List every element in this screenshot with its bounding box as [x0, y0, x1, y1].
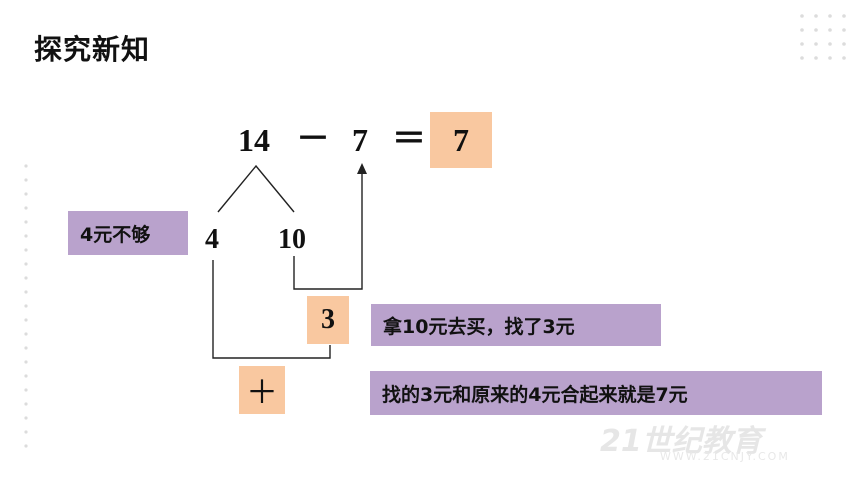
arrow-line: [293, 172, 363, 290]
note-buy: 拿10元去买，找了3元: [371, 304, 661, 346]
equals-sign: ＝: [392, 119, 426, 159]
plus-box: ＋: [239, 366, 285, 414]
page-title: 探究新知: [34, 33, 151, 66]
watermark-logo: 21世纪教育: [600, 424, 762, 459]
minus-sign: －: [296, 119, 330, 159]
change-box: 3: [307, 296, 349, 344]
bracket-line: [212, 260, 331, 359]
subtrahend: 7: [352, 122, 368, 158]
split-right: 10: [278, 224, 306, 255]
plus-sign: ＋: [245, 373, 278, 411]
arrow-head: [357, 163, 367, 174]
split-left: 4: [205, 224, 219, 255]
minuend: 14: [238, 122, 270, 158]
change-value: 3: [321, 304, 335, 335]
watermark-site: WWW.21CNJY.COM: [660, 450, 790, 463]
split-branch-line: [217, 164, 295, 213]
note-combine: 找的3元和原来的4元合起来就是7元: [370, 371, 822, 415]
result: 7: [453, 122, 469, 158]
result-box: 7: [430, 112, 492, 168]
note-not-enough: 4元不够: [68, 211, 188, 255]
